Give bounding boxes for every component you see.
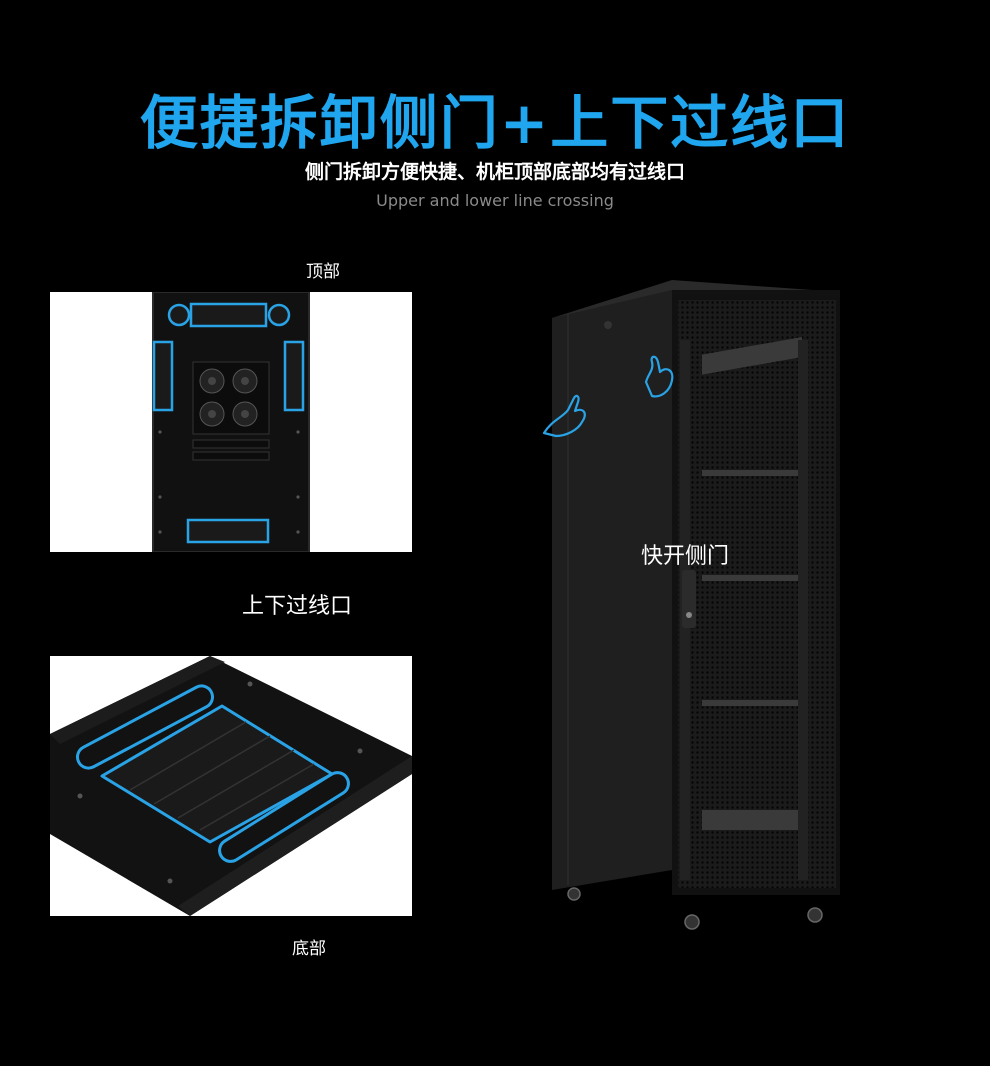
- cabinet-front-mesh-door: [678, 300, 836, 888]
- top-label: 顶部: [306, 262, 340, 282]
- server-cabinet-illustration: [542, 280, 840, 930]
- page-subtitle: 侧门拆卸方便快捷、机柜顶部底部均有过线口: [304, 161, 685, 183]
- page-subtitle-english: Upper and lower line crossing: [376, 191, 614, 210]
- cabinet-top-illustration: [152, 292, 310, 552]
- top-round-cable-opening-right: [267, 303, 291, 327]
- quick-open-door-label: 快开侧门: [641, 544, 730, 569]
- page-title: 便捷拆卸侧门+上下过线口: [139, 89, 851, 157]
- bottom-cable-slot-lower: [218, 771, 350, 863]
- caster-wheel: [807, 907, 823, 923]
- hand-pointer-icon-left: [542, 394, 586, 438]
- cabinet-top-photo: [50, 292, 412, 552]
- hand-pointer-icon-right: [644, 355, 674, 398]
- server-cabinet: [530, 270, 850, 950]
- bottom-label: 底部: [292, 939, 326, 959]
- top-cable-opening-lower: [186, 518, 270, 544]
- top-cable-opening-upper: [189, 302, 268, 328]
- cabinet-bottom-photo: [50, 656, 412, 916]
- top-side-cable-opening-left: [152, 340, 174, 412]
- top-round-cable-opening-left: [167, 303, 191, 327]
- cable-entry-label: 上下过线口: [242, 594, 353, 619]
- top-side-cable-opening-right: [283, 340, 305, 412]
- cabinet-side-door: [552, 290, 672, 890]
- caster-wheel: [567, 887, 581, 901]
- cabinet-bottom-illustration: [50, 656, 412, 916]
- door-handle: [682, 570, 696, 628]
- bottom-cable-slot-upper: [75, 684, 215, 770]
- caster-wheel: [684, 914, 700, 930]
